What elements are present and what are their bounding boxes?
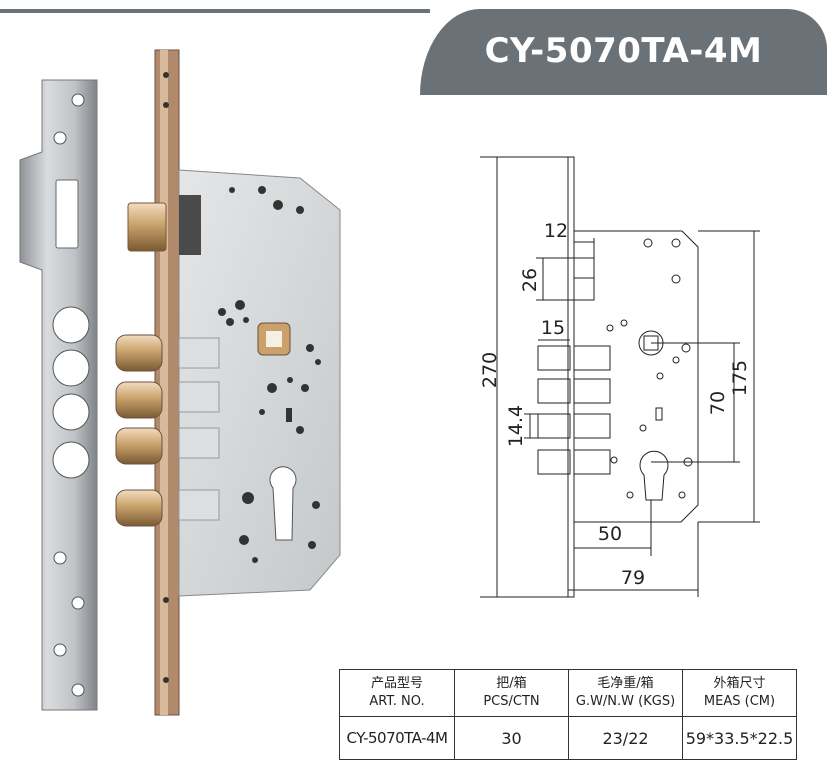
dim-latch-height: 26 <box>519 268 541 292</box>
dim-backset: 50 <box>598 523 622 545</box>
dim-overall-height: 270 <box>479 352 501 388</box>
dimension-drawing <box>480 156 760 598</box>
dim-center-distance: 70 <box>707 391 729 415</box>
cell-pcs-ctn: 30 <box>454 716 569 760</box>
dim-bolt-diameter: 14.4 <box>505 405 527 447</box>
lock-faceplate <box>154 49 180 716</box>
dim-bolt-throw: 15 <box>541 317 565 339</box>
dim-case-width: 79 <box>621 567 645 589</box>
header-rule <box>0 9 430 13</box>
header-weight: 毛净重/箱 G.W/N.W (KGS) <box>568 669 683 717</box>
header-art-no: 产品型号 ART. NO. <box>339 669 455 717</box>
cell-meas: 59*33.5*22.5 <box>682 716 797 760</box>
spec-table: 产品型号 ART. NO. 把/箱 PCS/CTN 毛净重/箱 G.W/N.W … <box>339 669 797 760</box>
dead-bolts <box>115 334 220 527</box>
table-row: CY-5070TA-4M 30 23/22 59*33.5*22.5 <box>339 716 797 760</box>
cell-art-no: CY-5070TA-4M <box>339 716 455 760</box>
dim-latch-width: 12 <box>544 220 568 242</box>
dim-backset-distance: 175 <box>729 360 751 396</box>
cell-weight: 23/22 <box>568 716 683 760</box>
strike-plate <box>19 79 98 711</box>
product-title: CY-5070TA-4M <box>484 31 763 71</box>
spec-table-header: 产品型号 ART. NO. 把/箱 PCS/CTN 毛净重/箱 G.W/N.W … <box>339 669 797 717</box>
header-pcs-ctn: 把/箱 PCS/CTN <box>454 669 569 717</box>
header-meas: 外箱尺寸 MEAS (CM) <box>682 669 797 717</box>
title-banner: CY-5070TA-4M <box>420 9 827 95</box>
